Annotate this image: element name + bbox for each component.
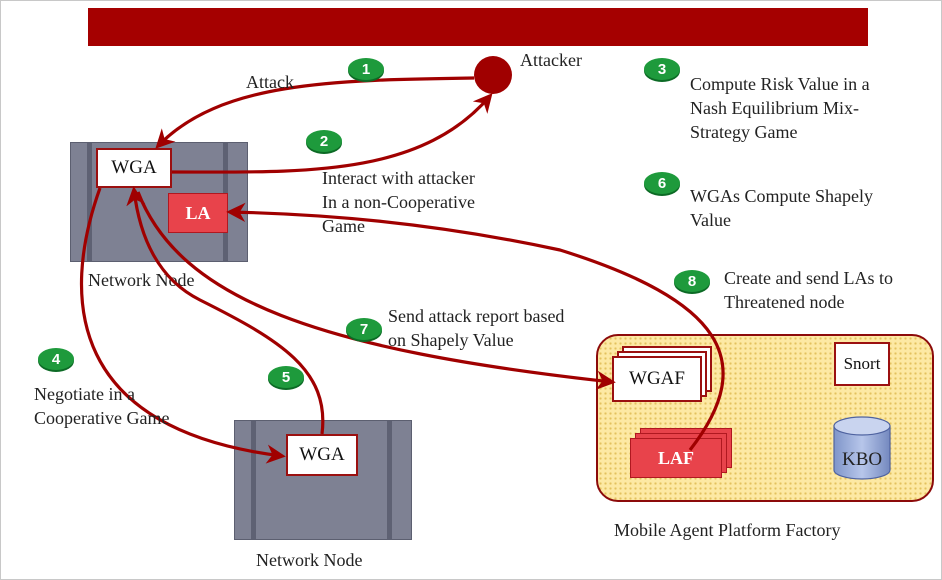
- wgaf-agent: WGAF: [612, 356, 702, 402]
- attacker-node: [474, 56, 512, 94]
- title-banner: [88, 8, 868, 46]
- step-1-label: Attack: [246, 72, 294, 92]
- step-badge-7: 7: [346, 318, 382, 340]
- step-7-label: Send attack report based on Shapely Valu…: [388, 306, 565, 350]
- step-8-label: Create and send LAs to Threatened node: [724, 268, 893, 312]
- arrow-report: [136, 191, 616, 390]
- wga-agent-top: WGA: [96, 148, 172, 188]
- arrow-negotiate: [79, 187, 286, 464]
- arrow-interact: [171, 93, 493, 174]
- node-pillar: [251, 421, 256, 539]
- step-3-label: Compute Risk Value in a Nash Equilibrium…: [690, 74, 870, 142]
- la-agent: LA: [168, 193, 228, 233]
- step-4-label: Negotiate in a Cooperative Game: [34, 384, 170, 428]
- step-2-label: Interact with attacker In a non-Cooperat…: [322, 168, 475, 236]
- node-pillar: [87, 143, 92, 261]
- arrow-create-la: [226, 202, 725, 451]
- kbo-label: KBO: [842, 449, 883, 470]
- step-badge-2: 2: [306, 130, 342, 152]
- arrow-bottom-to-top: [126, 186, 325, 435]
- laf-agent: LAF: [630, 438, 722, 478]
- step-6-label: WGAs Compute Shapely Value: [690, 186, 873, 230]
- step-badge-6: 6: [644, 172, 680, 194]
- wga-agent-bottom: WGA: [286, 434, 358, 476]
- node-pillar: [387, 421, 392, 539]
- kbo-database-icon: [833, 416, 891, 480]
- step-badge-4: 4: [38, 348, 74, 370]
- network-node-bottom-label: Network Node: [256, 550, 363, 570]
- snort-document: Snort: [834, 342, 890, 386]
- step-badge-3: 3: [644, 58, 680, 80]
- step-badge-1: 1: [348, 58, 384, 80]
- platform-label: Mobile Agent Platform Factory: [614, 520, 841, 540]
- arrow-attack: [155, 76, 475, 149]
- step-badge-8: 8: [674, 270, 710, 292]
- attacker-label: Attacker: [520, 50, 582, 70]
- step-badge-5: 5: [268, 366, 304, 388]
